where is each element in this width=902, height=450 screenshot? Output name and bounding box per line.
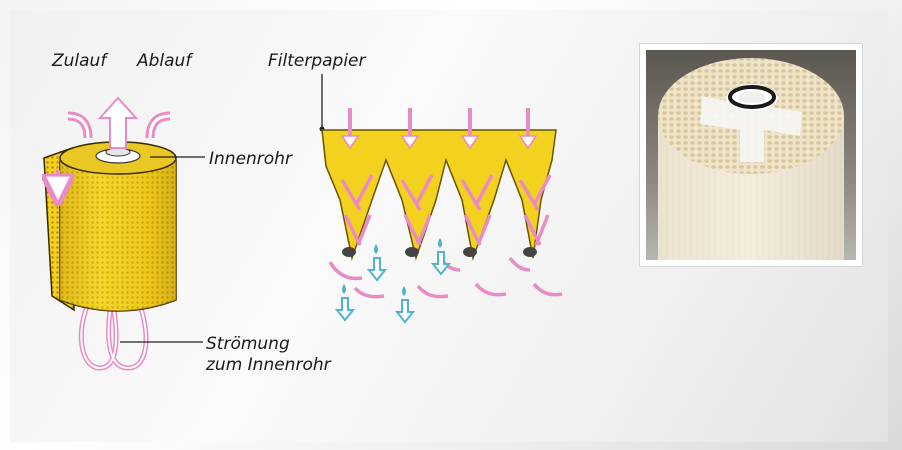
filter-cartridge-illustration — [44, 98, 176, 368]
spiral-wound-membrane-photo-icon — [640, 44, 862, 266]
membrane-photo — [640, 44, 862, 266]
label-innenrohr: Innenrohr — [209, 148, 292, 170]
label-stroemung-line1: Strömung — [206, 333, 290, 355]
filter-paper-pleats-illustration — [322, 108, 562, 322]
label-ablauf: Ablauf — [137, 50, 191, 72]
label-stroemung-line2: zum Innenrohr — [206, 354, 331, 376]
label-filterpapier: Filterpapier — [268, 50, 366, 72]
label-zulauf: Zulauf — [52, 50, 106, 72]
